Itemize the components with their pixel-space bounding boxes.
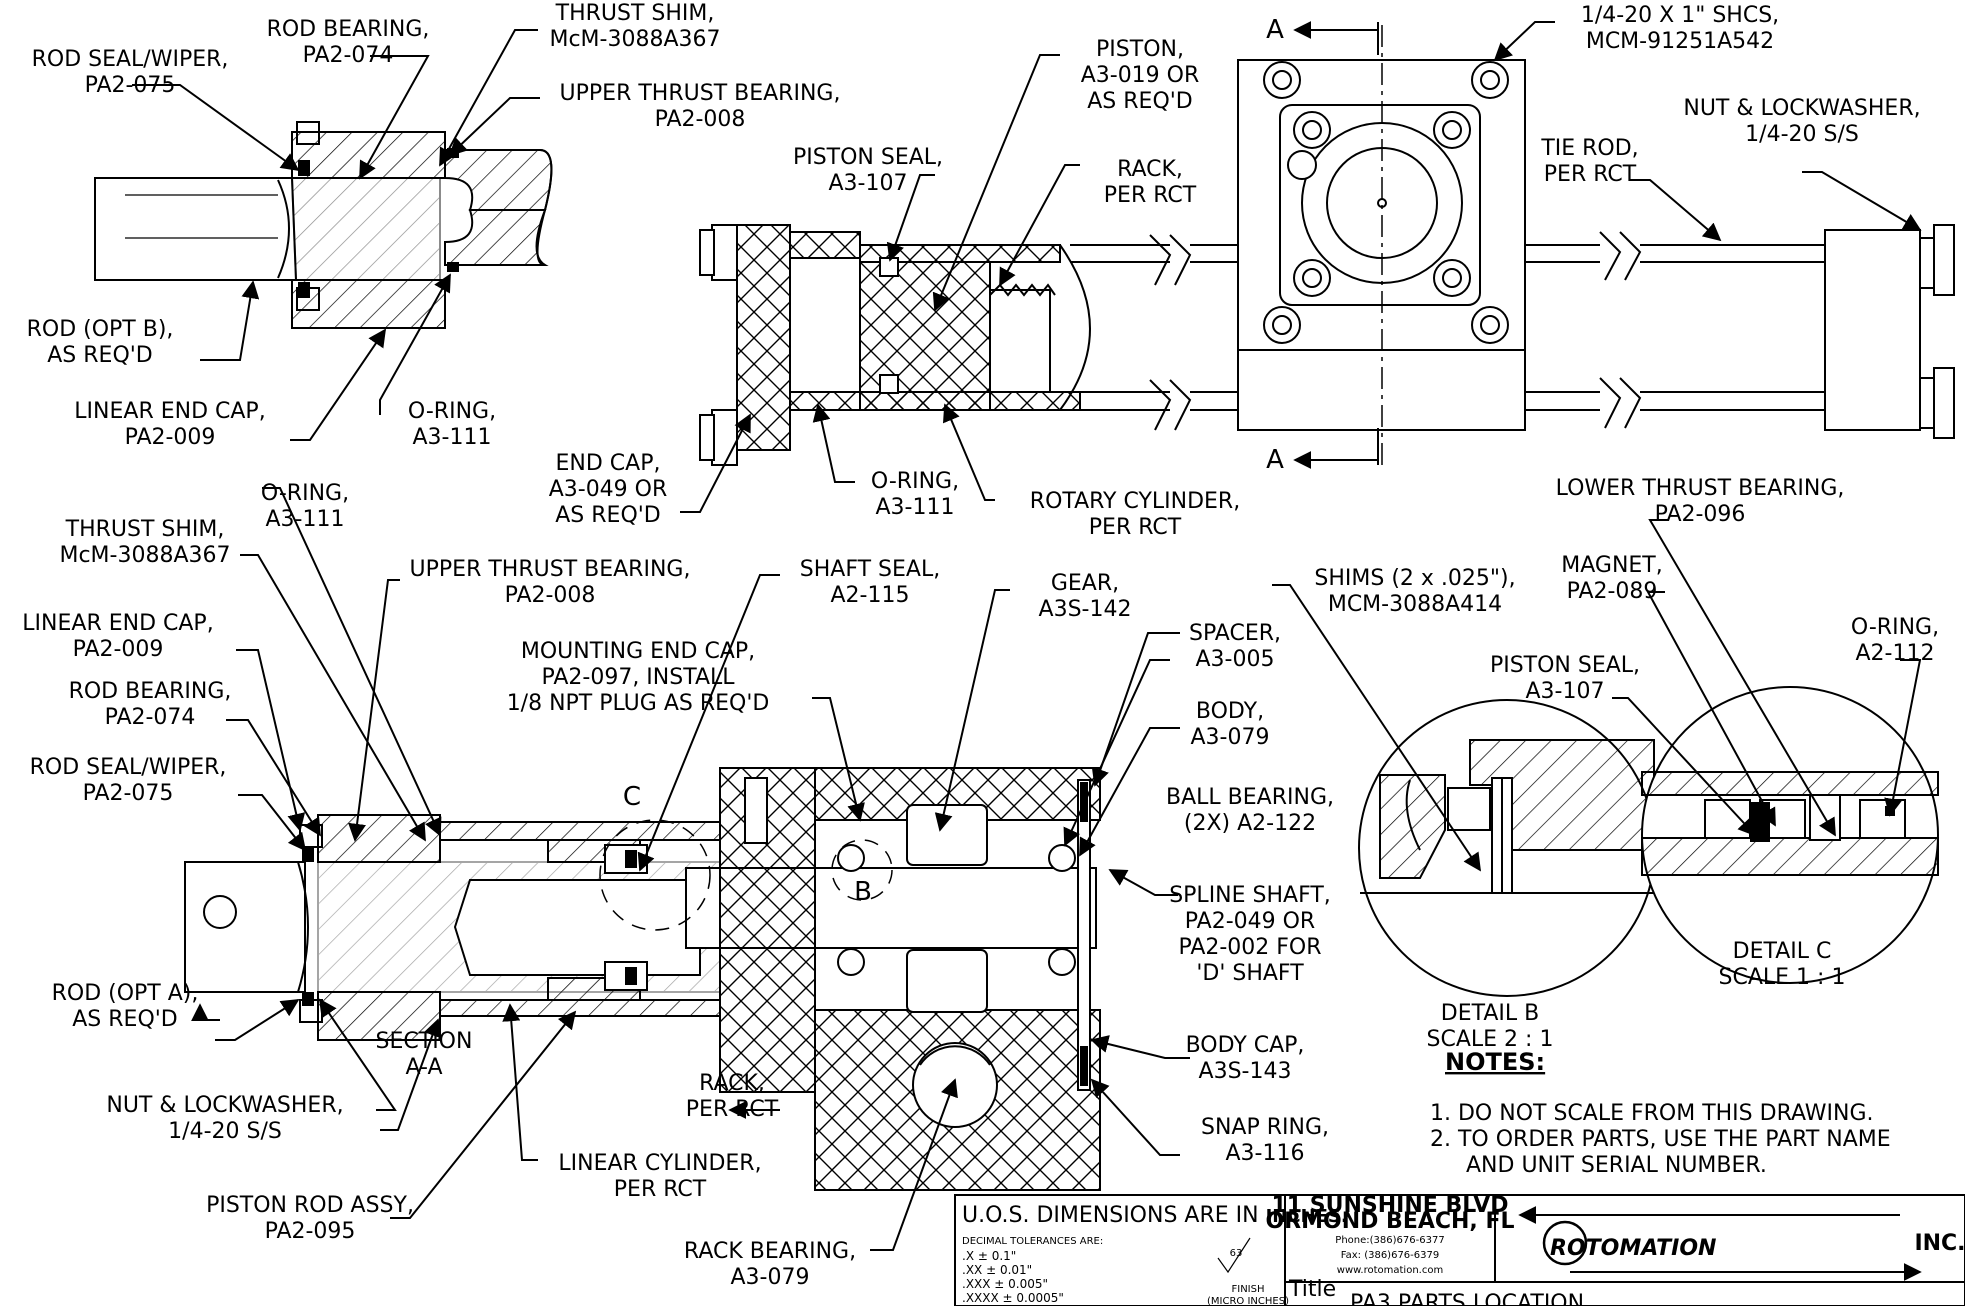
tb-fax: Fax: (386)676-6379 [1341,1250,1439,1261]
label-nut-lockwasher-bottom: NUT & LOCKWASHER,1/4-20 S/S [106,1093,343,1144]
body-end-view [1237,21,1955,470]
finish-symbol-icon [1217,1237,1251,1274]
label-spacer: SPACER,A3-005 [1189,621,1281,672]
tb-phone: Phone:(386)676-6377 [1335,1235,1444,1246]
tb-website: www.rotomation.com [1337,1265,1443,1276]
label-rack-mid: RACK,PER RCT [686,1071,779,1122]
tb-finish-label: FINISH [1232,1284,1265,1295]
tb-finish-value: 63 [1230,1248,1243,1259]
label-body: BODY,A3-079 [1191,699,1270,750]
note-1: 1. DO NOT SCALE FROM THIS DRAWING. [1430,1101,1874,1126]
label-tie-rod: TIE ROD,PER RCT [1540,136,1638,187]
label-gear: GEAR,A3S-142 [1039,571,1132,622]
tb-tolerance-header: DECIMAL TOLERANCES ARE: [962,1236,1103,1247]
label-magnet: MAGNET,PA2-089 [1561,553,1662,604]
logo-suffix: INC. [1914,1231,1965,1256]
label-rack-top: RACK,PER RCT [1104,157,1197,208]
label-o-ring-mid: O-RING,A3-111 [871,469,959,520]
tb-units-line: U.O.S. DIMENSIONS ARE IN INCHES. [962,1203,1348,1228]
tb-tolerance-2: .XX ± 0.01" [962,1263,1032,1277]
label-shims: SHIMS (2 x .025"),MCM-3088A414 [1314,566,1515,617]
label-rod-bearing-top: ROD BEARING,PA2-074 [267,17,430,68]
bolt-heads [1263,61,1509,344]
top-left-assembly [94,121,553,329]
label-piston-rod-assy: PISTON ROD ASSY,PA2-095 [206,1193,414,1244]
callout-labels: ROD SEAL/WIPER,PA2-075 ROD BEARING,PA2-0… [22,1,1939,1290]
rotomation-logo-icon: ROTOMATION INC. [1518,1206,1965,1281]
section-a-a-view [184,767,1101,1191]
notes-title: NOTES: [1445,1048,1545,1076]
tb-address-1: 11 SUNSHINE BLVD [1272,1193,1509,1218]
label-rod-opt-b: ROD (OPT B),AS REQ'D [27,317,174,368]
label-linear-cylinder: LINEAR CYLINDER,PER RCT [558,1151,761,1202]
label-linear-end-cap-top: LINEAR END CAP,PA2-009 [74,399,265,450]
tb-tolerance-1: .X ± 0.1" [962,1249,1016,1263]
label-rack-bearing: RACK BEARING,A3-079 [684,1239,856,1290]
detail-b-view [1358,699,1656,997]
note-3: AND UNIT SERIAL NUMBER. [1466,1153,1767,1178]
leader-lines [132,21,1922,1251]
logo-text: ROTOMATION [1550,1236,1716,1261]
tb-title: PA3 PARTS LOCATION [1350,1291,1584,1306]
label-section-a-top: A [1266,15,1284,45]
tb-finish-units: (MICRO INCHES) [1207,1296,1289,1306]
label-rod-seal-wiper-left: ROD SEAL/WIPER,PA2-075 [30,755,227,806]
label-o-ring-left: O-RING,A3-111 [261,481,349,532]
label-rod-seal-wiper-top: ROD SEAL/WIPER,PA2-075 [32,47,229,98]
label-detail-b-marker: B [854,877,872,907]
label-piston-seal-top: PISTON SEAL,A3-107 [793,145,943,196]
label-detail-c-marker: C [623,782,641,812]
note-2: 2. TO ORDER PARTS, USE THE PART NAME [1430,1127,1891,1152]
label-thrust-shim-top: THRUST SHIM,McM-3088A367 [549,1,720,52]
tb-tolerance-4: .XXXX ± 0.0005" [962,1291,1064,1305]
rotary-cylinder-assembly [699,224,1238,466]
label-section-a-bottom: A [1266,445,1284,475]
label-thrust-shim-left: THRUST SHIM,McM-3088A367 [59,517,230,568]
label-piston-seal-right: PISTON SEAL,A3-107 [1490,653,1640,704]
notes-section: NOTES: 1. DO NOT SCALE FROM THIS DRAWING… [1430,1048,1891,1178]
label-lower-thrust-bearing: LOWER THRUST BEARING,PA2-096 [1556,476,1845,527]
label-body-cap: BODY CAP,A3S-143 [1186,1033,1305,1084]
label-o-ring-right: O-RING,A2-112 [1851,615,1939,666]
label-ball-bearing: BALL BEARING,(2X) A2-122 [1166,785,1334,836]
label-rod-bearing-left: ROD BEARING,PA2-074 [69,679,232,730]
label-linear-end-cap-left: LINEAR END CAP,PA2-009 [22,611,213,662]
label-nut-lockwasher-top: NUT & LOCKWASHER,1/4-20 S/S [1683,96,1920,147]
label-upper-thrust-bearing-left: UPPER THRUST BEARING,PA2-008 [410,557,691,608]
label-shaft-seal: SHAFT SEAL,A2-115 [800,557,940,608]
label-upper-thrust-bearing-top: UPPER THRUST BEARING,PA2-008 [560,81,841,132]
label-rod-opt-a: ROD (OPT A),AS REQ'D [52,981,199,1032]
label-o-ring-top: O-RING,A3-111 [408,399,496,450]
label-rotary-cylinder: ROTARY CYLINDER,PER RCT [1030,489,1240,540]
label-shcs: 1/4-20 X 1" SHCS,MCM-91251A542 [1581,3,1779,54]
title-block: U.O.S. DIMENSIONS ARE IN INCHES. DECIMAL… [954,1193,1965,1306]
tb-address-2: ORMOND BEACH, FL [1265,1209,1514,1234]
tb-tolerance-3: .XXX ± 0.005" [962,1277,1048,1291]
tb-title-label: Title [1288,1277,1336,1302]
label-snap-ring: SNAP RING,A3-116 [1201,1115,1329,1166]
